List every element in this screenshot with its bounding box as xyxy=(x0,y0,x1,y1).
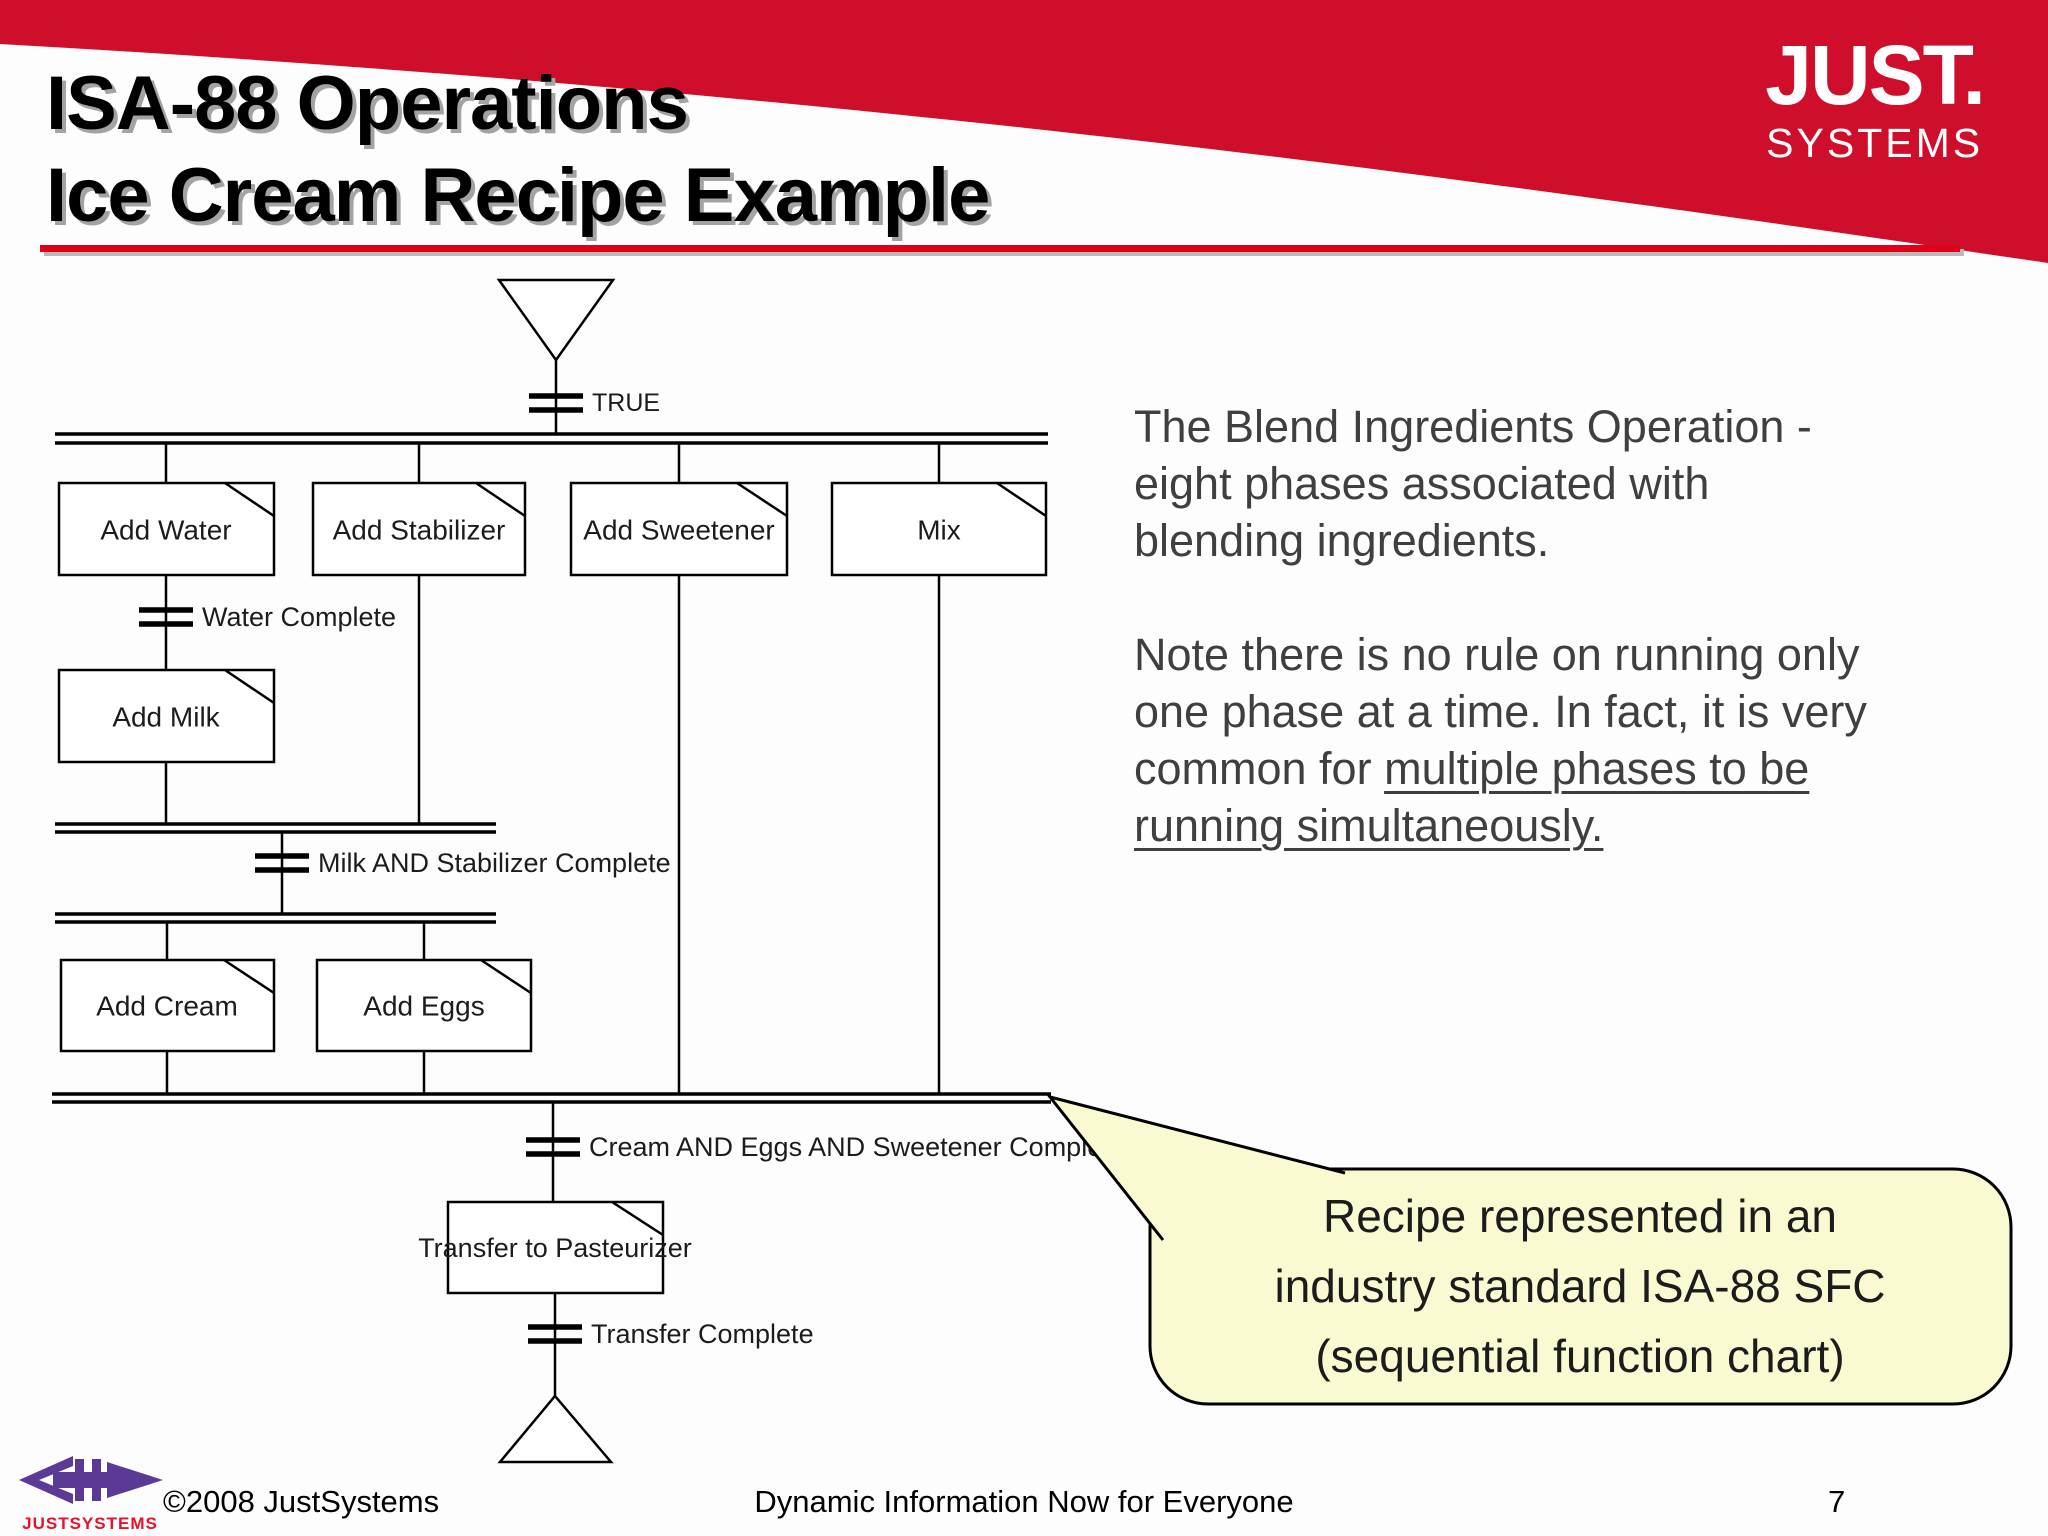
footer-tagline: Dynamic Information Now for Everyone xyxy=(754,1484,1294,1519)
phase-box xyxy=(315,958,533,1053)
phase-add-milk: Add Milk xyxy=(57,668,276,764)
callout-bubble: Recipe represented in an industry standa… xyxy=(1046,1094,2013,1406)
phase-box xyxy=(57,481,276,577)
end-terminal-triangle xyxy=(497,1394,614,1464)
body-line: common for multiple phases to be xyxy=(1134,740,1954,797)
parallel-bars xyxy=(52,432,1051,1104)
body-paragraph-1: The Blend Ingredients Operation - eight … xyxy=(1134,398,1954,569)
phase-add-stabilizer: Add Stabilizer xyxy=(311,481,527,577)
phase-mix: Mix xyxy=(830,481,1048,577)
callout-bubble-tail xyxy=(1046,1094,1346,1241)
phase-label: Add Stabilizer xyxy=(333,515,506,546)
transition-label: Transfer Complete xyxy=(591,1319,814,1349)
start-terminal-triangle xyxy=(496,278,616,363)
phase-corner-diagonal xyxy=(480,958,532,995)
body-line: one phase at a time. In fact, it is very xyxy=(1134,686,1867,737)
phase-corner-diagonal xyxy=(736,481,788,518)
phase-add-sweetener: Add Sweetener xyxy=(569,481,789,577)
left-arrow-icon xyxy=(19,1456,73,1504)
phase-add-eggs: Add Eggs xyxy=(315,958,533,1053)
corner-logo-glyph xyxy=(19,1456,163,1504)
phase-label: Add Milk xyxy=(112,702,220,733)
body-line-underlined: running simultaneously. xyxy=(1134,800,1604,851)
phase-label: Add Water xyxy=(100,515,231,546)
body-line: The Blend Ingredients Operation - xyxy=(1134,401,1812,452)
callout-text-line-1: Recipe represented in an xyxy=(1323,1190,1837,1242)
phase-corner-diagonal xyxy=(224,668,275,705)
footer-copyright: ©2008 JustSystems xyxy=(163,1484,440,1519)
transition-water-complete: Water Complete xyxy=(139,602,396,632)
right-arrow-icon xyxy=(53,1462,163,1498)
phase-label: Add Eggs xyxy=(363,991,484,1022)
transition-label: TRUE xyxy=(592,389,660,417)
phase-corner-diagonal xyxy=(611,1200,664,1237)
phase-label: Add Sweetener xyxy=(583,515,774,546)
phase-label: Add Cream xyxy=(96,991,238,1022)
phase-box xyxy=(830,481,1048,577)
phase-box xyxy=(569,481,789,577)
phase-add-water: Add Water xyxy=(57,481,276,577)
phase-transfer-to-pasteurizer: Transfer to Pasteurizer xyxy=(418,1200,692,1295)
body-line-underlined: multiple phases to be xyxy=(1384,743,1810,794)
transition-cream-eggs-sweetener-complete: Cream AND Eggs AND Sweetener Complete xyxy=(526,1132,1125,1162)
transition-milk-stabilizer-complete: Milk AND Stabilizer Complete xyxy=(255,848,671,878)
body-line: Note there is no rule on running only xyxy=(1134,629,1860,680)
phase-box xyxy=(59,958,276,1053)
body-line-plain: common for xyxy=(1134,743,1385,794)
body-paragraph-2: Note there is no rule on running only on… xyxy=(1134,626,1954,854)
logo-primary-text: JUST. xyxy=(1765,28,1986,122)
phase-corner-diagonal xyxy=(223,958,275,995)
transition-label: Milk AND Stabilizer Complete xyxy=(318,848,671,878)
body-text-block: The Blend Ingredients Operation - eight … xyxy=(1134,398,1954,854)
body-line: running simultaneously. xyxy=(1134,797,1954,854)
transition-transfer-complete: Transfer Complete xyxy=(528,1319,814,1349)
body-line: eight phases associated with xyxy=(1134,458,1710,509)
title-underline xyxy=(40,245,1960,252)
transition-label: Water Complete xyxy=(202,602,396,632)
phase-corner-diagonal xyxy=(224,481,275,518)
phase-corner-diagonal xyxy=(475,481,526,518)
logo-bar xyxy=(92,1459,101,1501)
logo-secondary-text: SYSTEMS xyxy=(1766,119,1984,166)
phase-box xyxy=(57,668,276,764)
phase-label: Transfer to Pasteurizer xyxy=(418,1233,692,1263)
title-line-1: ISA-88 Operations xyxy=(46,61,689,146)
page-title: ISA-88 Operations Ice Cream Recipe Examp… xyxy=(46,58,990,242)
callout-text-line-3: (sequential function chart) xyxy=(1315,1330,1844,1382)
footer-page-number: 7 xyxy=(1828,1484,1846,1519)
phase-add-cream: Add Cream xyxy=(59,958,276,1053)
transition-true: TRUE xyxy=(529,389,660,417)
logo-bar xyxy=(75,1459,84,1501)
phase-box xyxy=(446,1200,665,1295)
transition-label: Cream AND Eggs AND Sweetener Complete xyxy=(589,1132,1125,1162)
corner-logo: JUSTSYSTEMS xyxy=(10,1452,170,1534)
phase-label: Mix xyxy=(917,515,961,546)
title-line-2: Ice Cream Recipe Example xyxy=(46,153,990,238)
corner-logo-text: JUSTSYSTEMS xyxy=(22,1514,158,1533)
callout-text-line-2: industry standard ISA-88 SFC xyxy=(1274,1260,1885,1312)
body-line: blending ingredients. xyxy=(1134,515,1550,566)
header-band-shape xyxy=(0,0,2048,263)
callout-bubble-body xyxy=(1148,1167,2013,1406)
phase-corner-diagonal xyxy=(996,481,1047,518)
phase-box xyxy=(311,481,527,577)
justsystems-brand-logo: JUST. SYSTEMS xyxy=(1765,28,1986,167)
header-band xyxy=(0,0,2048,263)
